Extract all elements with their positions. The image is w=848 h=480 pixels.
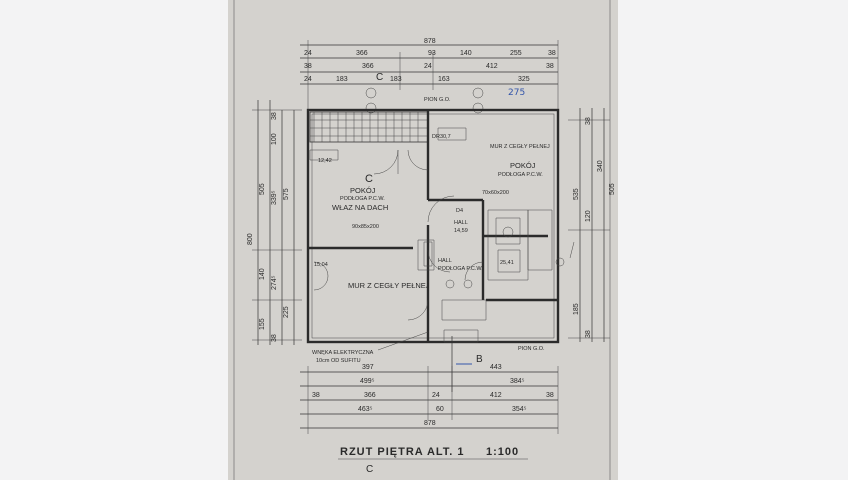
left-dim: 575 — [283, 188, 290, 200]
right-dimension-lines — [568, 108, 610, 342]
left-dimension-lines — [252, 100, 302, 345]
pion-top-label: PION G.O. — [424, 97, 451, 103]
right-dim: 340 — [597, 160, 604, 172]
top-dim: 38 — [546, 63, 554, 70]
top-dim-total: 878 — [424, 38, 436, 45]
pion-circle — [472, 87, 484, 99]
bottom-dim: 499⁵ — [360, 378, 375, 385]
top-dim: 183 — [390, 76, 402, 83]
right-dim: 185 — [573, 303, 580, 315]
left-dim: 225 — [283, 306, 290, 318]
plan-title: RZUT PIĘTRA ALT. 1 — [340, 446, 465, 458]
electric-leader — [377, 331, 429, 351]
room1-floor: PODŁOGA P.C.W. — [340, 196, 385, 202]
room3-area: 15,04 — [314, 262, 328, 268]
top-dim: 255 — [510, 50, 522, 57]
exterior-walls — [306, 108, 560, 344]
room1-marker: C — [365, 173, 373, 185]
fixture-circle — [555, 257, 565, 267]
top-dim: 24 — [304, 76, 312, 83]
top-dim: 38 — [304, 63, 312, 70]
bath-area: 25,41 — [500, 260, 514, 266]
top-dim: 163 — [438, 76, 450, 83]
left-dim: 100 — [271, 133, 278, 145]
pion-circle — [365, 87, 377, 99]
bottom-dim: 38 — [546, 392, 554, 399]
bottom-dim-total: 878 — [424, 420, 436, 427]
bottom-dim: 443 — [490, 364, 502, 371]
room1-note: WŁAZ NA DACH — [332, 203, 388, 212]
hall1-area: 14,59 — [454, 228, 468, 234]
bottom-dim: 24 — [432, 392, 440, 399]
handwritten-dimension: 275 — [508, 88, 525, 98]
left-dim: 505 — [259, 183, 266, 195]
room1-name: POKÓJ — [350, 186, 376, 195]
top-dim: 140 — [460, 50, 472, 57]
floor-plan-drawing: 878 24 366 93 140 255 38 38 366 24 412 3… — [233, 0, 616, 480]
bottom-dim: 60 — [436, 406, 444, 413]
bottom-dim: 412 — [490, 392, 502, 399]
electric-note-2: 10cm OD SUFITU — [316, 358, 361, 364]
room1-door: 90x85x200 — [352, 224, 379, 230]
top-dimension-lines — [300, 40, 559, 110]
plan-scale: 1:100 — [486, 446, 519, 458]
left-dim: 274⁵ — [271, 275, 278, 290]
left-dim: 155 — [259, 318, 266, 330]
fixture-circle — [502, 226, 514, 238]
room2-area: DR30,7 — [432, 134, 451, 140]
hall1-name: HALL — [454, 220, 468, 226]
pion-circle — [365, 102, 377, 114]
floor-plan-sheet: 878 24 366 93 140 255 38 38 366 24 412 3… — [228, 0, 618, 480]
section-marker-c-top: C — [376, 72, 383, 83]
bottom-dim: 397 — [362, 364, 374, 371]
bottom-dim: 366 — [364, 392, 376, 399]
section-marker-b: B — [476, 354, 483, 365]
top-dim: 366 — [356, 50, 368, 57]
left-dim: 38 — [271, 112, 278, 120]
hall2-name: HALL — [438, 258, 452, 264]
top-dim: 183 — [336, 76, 348, 83]
door-swings — [313, 149, 484, 321]
room2-name: POKÓJ — [510, 161, 536, 170]
bottom-dimension-lines — [300, 366, 559, 434]
bottom-dim: 463⁵ — [358, 406, 373, 413]
top-dim: 366 — [362, 63, 374, 70]
left-dim: 140 — [259, 268, 266, 280]
fixture-circle — [463, 279, 473, 289]
leader-line — [569, 241, 575, 259]
pion-circle — [472, 102, 484, 114]
interior-walls — [308, 110, 558, 343]
right-dim: 120 — [585, 210, 592, 222]
right-dim: 535 — [573, 188, 580, 200]
right-dim: 505 — [609, 183, 616, 195]
fixture-circle — [445, 279, 455, 289]
room3-wall: MUR Z CEGŁY PEŁNEJ — [348, 281, 430, 290]
left-dim: 800 — [247, 233, 254, 245]
room2-wall-1: MUR Z CEGŁY PEŁNEJ — [490, 144, 550, 150]
bottom-dim: 354⁵ — [512, 406, 527, 413]
room1-area: 12,42 — [318, 158, 332, 164]
electric-note-1: WNĘKA ELEKTRYCZNA — [312, 350, 374, 356]
room2-window: 70x60x200 — [482, 190, 509, 196]
top-dim: 93 — [428, 50, 436, 57]
top-dim: 325 — [518, 76, 530, 83]
hall2-floor: PODŁOGA P.C.W. — [438, 266, 483, 272]
pion-bottom-label: PION G.O. — [518, 346, 545, 352]
top-dim: 24 — [304, 50, 312, 57]
room2-floor: PODŁOGA P.C.W. — [498, 172, 543, 178]
bottom-dim: 38 — [312, 392, 320, 399]
section-marker-c-bottom: C — [366, 464, 373, 475]
right-dim: 38 — [585, 330, 592, 338]
top-dim: 38 — [548, 50, 556, 57]
bottom-dim: 384⁵ — [510, 378, 525, 385]
right-dim: 38 — [585, 117, 592, 125]
d-marker: D4 — [456, 208, 463, 214]
top-dim: 24 — [424, 63, 432, 70]
left-dim: 339⁵ — [271, 190, 278, 205]
balcony — [309, 111, 429, 143]
top-dim: 412 — [486, 63, 498, 70]
left-dim: 38 — [271, 334, 278, 342]
